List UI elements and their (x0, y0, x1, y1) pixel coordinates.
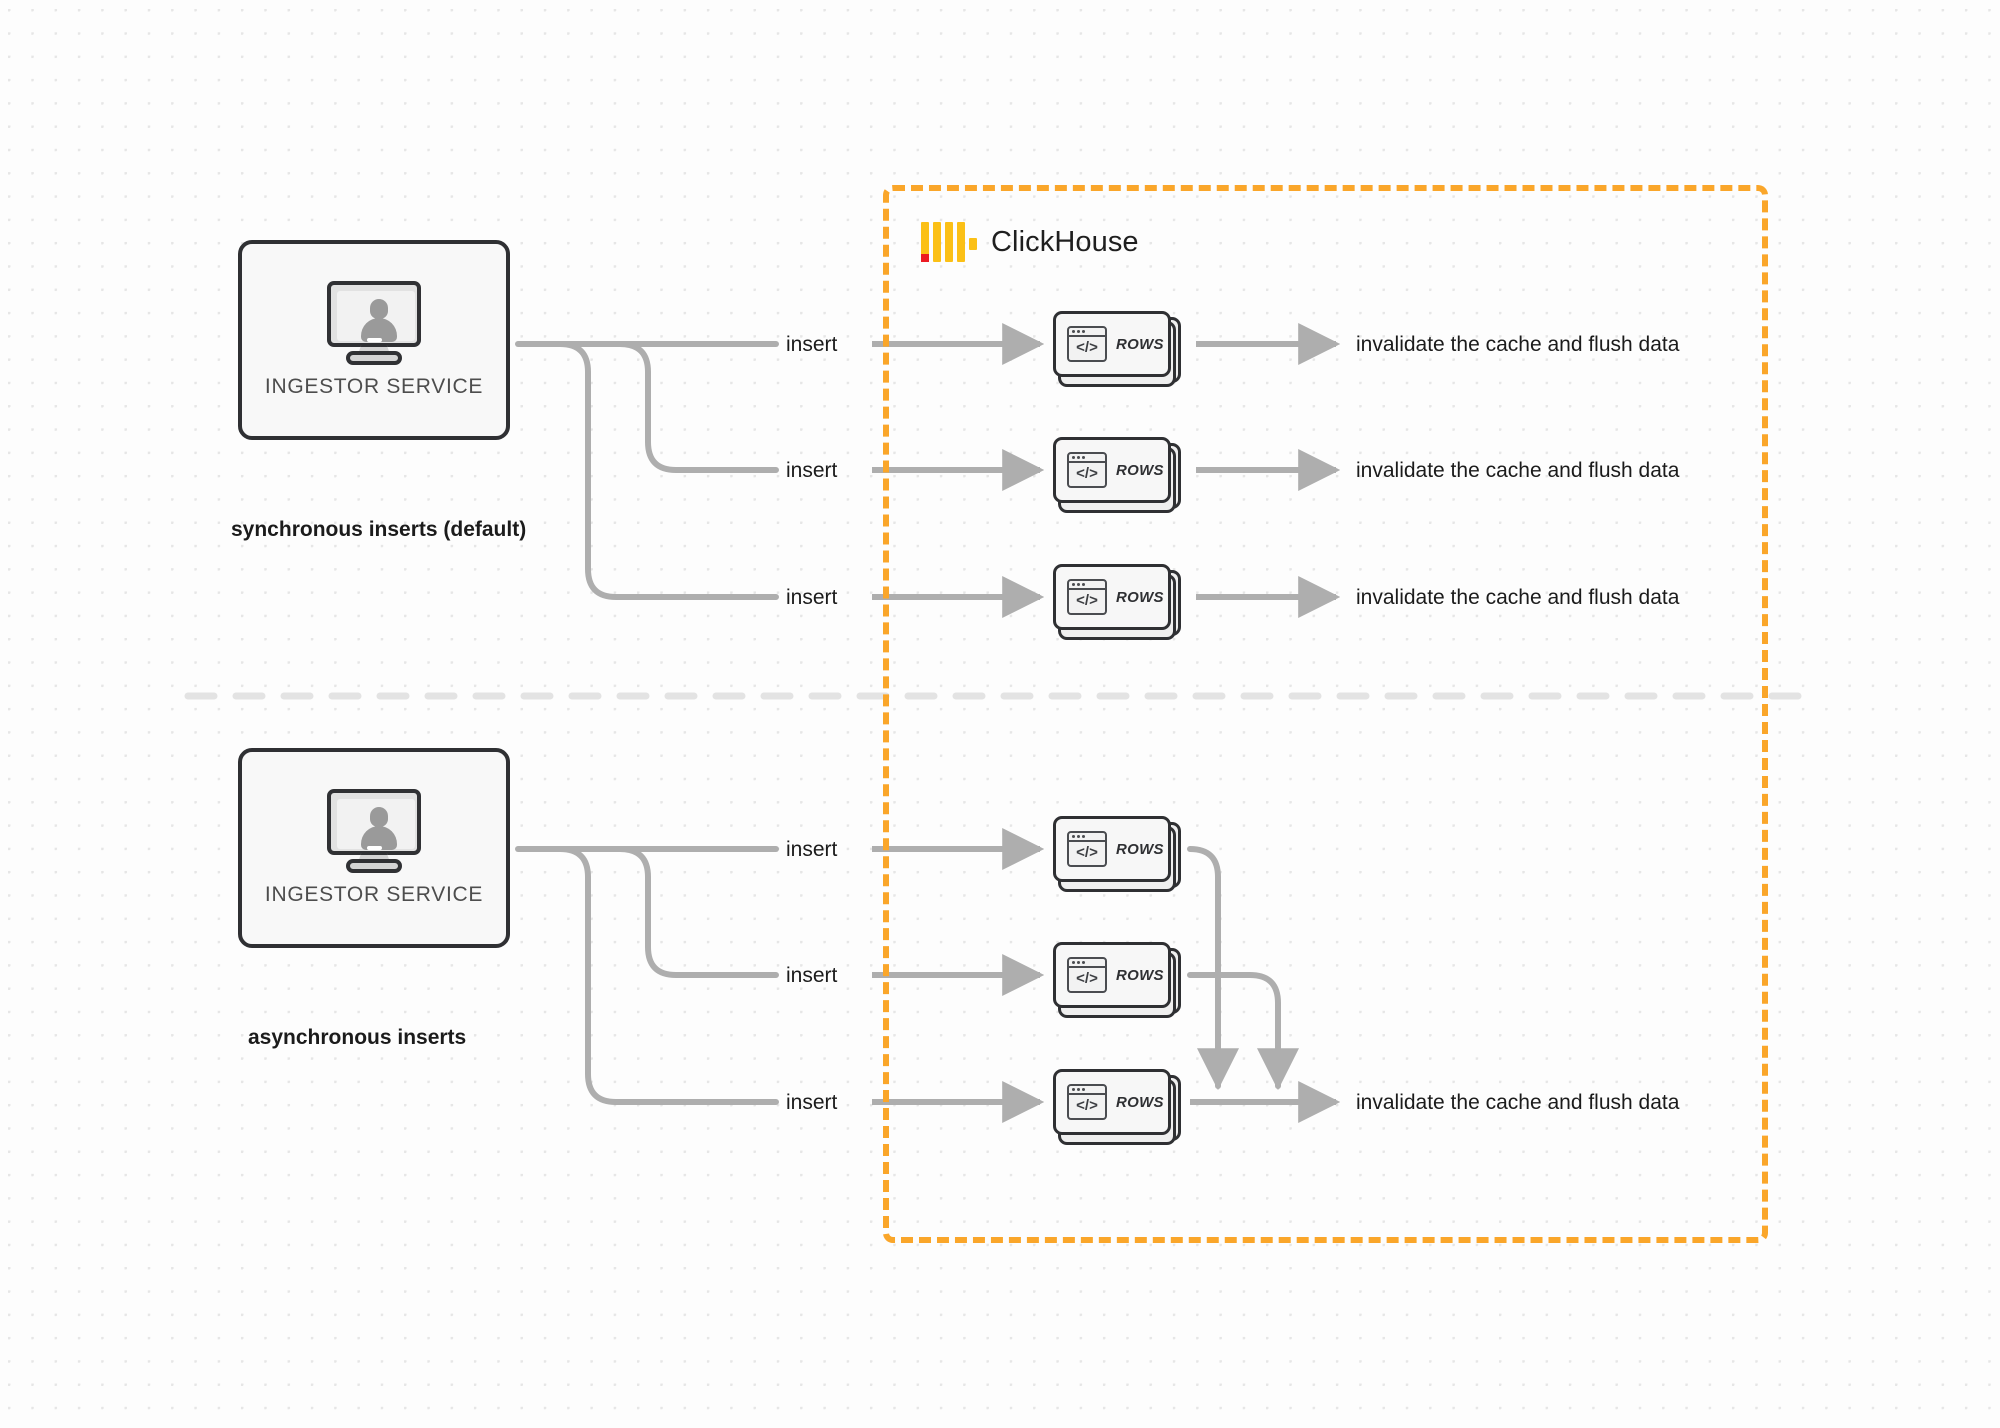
sync-rows-card-2[interactable]: </> ROWS (1053, 437, 1181, 513)
async-rows-card-1[interactable]: </> ROWS (1053, 816, 1181, 892)
monitor-user-icon (327, 789, 421, 873)
sync-insert-label-2: insert (786, 459, 838, 482)
async-ingestor-service-node[interactable]: INGESTOR SERVICE (238, 748, 510, 948)
sync-rows-card-label-2: ROWS (1116, 461, 1164, 479)
code-window-icon: </> (1067, 326, 1107, 362)
sync-insert-label-3: insert (786, 586, 838, 609)
code-window-icon: </> (1067, 957, 1107, 993)
sync-rows-card-3[interactable]: </> ROWS (1053, 564, 1181, 640)
async-insert-label-2: insert (786, 964, 838, 987)
async-insert-label-3: insert (786, 1091, 838, 1114)
async-rows-card-3[interactable]: </> ROWS (1053, 1069, 1181, 1145)
sync-ingestor-label: INGESTOR SERVICE (264, 375, 484, 398)
code-window-icon: </> (1067, 1084, 1107, 1120)
sync-result-label-1: invalidate the cache and flush data (1356, 333, 1680, 356)
async-section-caption: asynchronous inserts (248, 1026, 467, 1049)
clickhouse-brand: ClickHouse (921, 222, 1139, 262)
clickhouse-wordmark: ClickHouse (991, 225, 1139, 258)
async-fanout-wires (515, 846, 779, 1105)
monitor-user-icon (327, 281, 421, 365)
sync-section-caption: synchronous inserts (default) (231, 518, 527, 541)
sync-rows-card-1[interactable]: </> ROWS (1053, 311, 1181, 387)
async-ingestor-label: INGESTOR SERVICE (264, 883, 484, 906)
clickhouse-boundary (883, 185, 1768, 1243)
code-window-icon: </> (1067, 579, 1107, 615)
async-rows-card-2[interactable]: </> ROWS (1053, 942, 1181, 1018)
sync-rows-card-label-3: ROWS (1116, 588, 1164, 606)
async-result-label: invalidate the cache and flush data (1356, 1091, 1680, 1114)
async-rows-card-label-1: ROWS (1116, 840, 1164, 858)
async-insert-label-1: insert (786, 838, 838, 861)
code-window-icon: </> (1067, 831, 1107, 867)
async-rows-card-label-2: ROWS (1116, 966, 1164, 984)
sync-fanout-wires (515, 341, 779, 600)
sync-rows-card-label-1: ROWS (1116, 335, 1164, 353)
clickhouse-logo-icon (921, 222, 977, 262)
sync-ingestor-service-node[interactable]: INGESTOR SERVICE (238, 240, 510, 440)
code-window-icon: </> (1067, 452, 1107, 488)
sync-insert-label-1: insert (786, 333, 838, 356)
sync-result-label-2: invalidate the cache and flush data (1356, 459, 1680, 482)
sync-result-label-3: invalidate the cache and flush data (1356, 586, 1680, 609)
async-rows-card-label-3: ROWS (1116, 1093, 1164, 1111)
